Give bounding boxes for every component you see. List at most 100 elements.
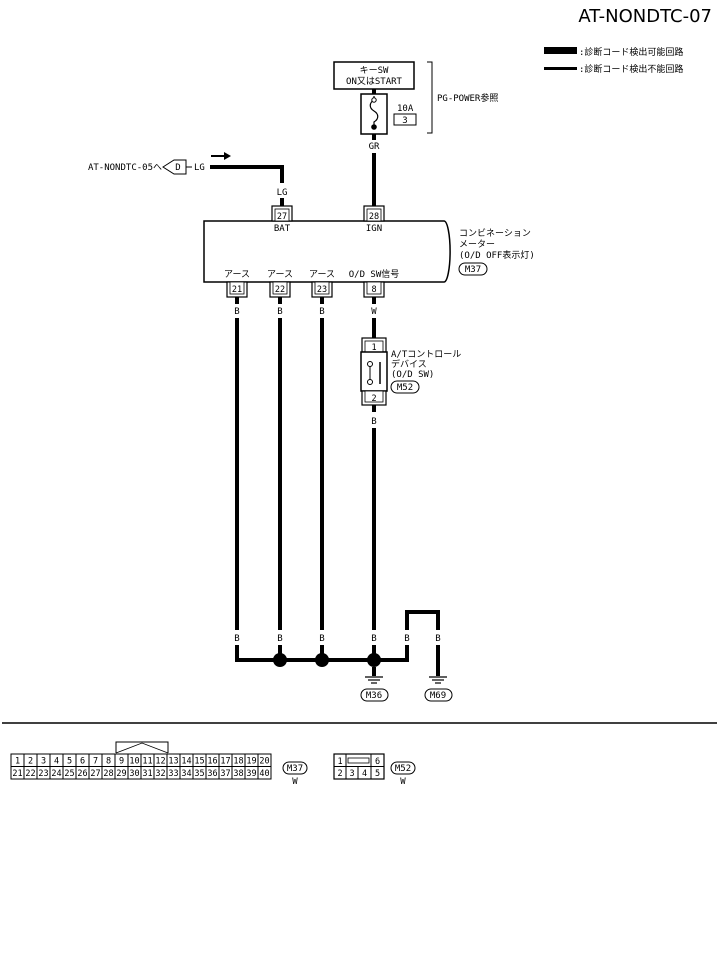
m37-pin-label: 9 <box>119 757 124 767</box>
meter-name-3: (O/D OFF表示灯) <box>459 249 535 261</box>
m37-pin-label: 35 <box>194 769 204 779</box>
legend: :診断コード検出可能回路 :診断コード検出不能回路 <box>544 46 683 75</box>
m37-pin-label: 4 <box>54 757 59 767</box>
m37-pin-label: 22 <box>25 769 35 779</box>
offpage-wire: LG <box>194 163 205 173</box>
switch-name-3: (O/D SW) <box>391 370 434 380</box>
pin-28-label: IGN <box>366 224 382 234</box>
switch-name-1: A/Tコントロール <box>391 350 461 360</box>
m37-pin-label: 38 <box>233 769 243 779</box>
offpage-letter: D <box>175 163 180 173</box>
m37-pin-label: 34 <box>181 769 191 779</box>
legend-thin-label: :診断コード検出不能回路 <box>579 63 683 75</box>
meter-connector-id: M37 <box>465 265 481 275</box>
m37-pin-label: 25 <box>64 769 74 779</box>
legend-thin-line <box>544 67 577 70</box>
m37-pin-label: 23 <box>38 769 48 779</box>
ignition-label-1: キーSW <box>360 66 389 76</box>
m37-pin-label: 14 <box>181 757 191 767</box>
svg-text:22: 22 <box>275 285 285 295</box>
m37-pin-label: 30 <box>129 769 139 779</box>
pin-21: 21 <box>226 281 248 298</box>
svg-text:8: 8 <box>371 285 376 295</box>
m37-pin-label: 24 <box>51 769 61 779</box>
meter-name-2: メーター <box>459 239 495 250</box>
m37-pin-label: 40 <box>259 769 269 779</box>
m37-pin-label: 37 <box>220 769 230 779</box>
m37-pin-label: 32 <box>155 769 165 779</box>
m37-pin-label: 16 <box>207 757 217 767</box>
m37-pin-label: 5 <box>67 757 72 767</box>
svg-text:B: B <box>371 634 376 644</box>
pin-27: 27 BAT <box>271 205 293 234</box>
m37-pin-label: 19 <box>246 757 256 767</box>
m37-pin-label: 33 <box>168 769 178 779</box>
pin-22-label: アース <box>267 270 293 280</box>
wire-lg: LG <box>277 188 288 198</box>
m37-pin-label: 15 <box>194 757 204 767</box>
ignition-label-2: ON又はSTART <box>346 76 403 87</box>
page-id: AT-NONDTC-07 <box>578 6 712 27</box>
m37-pin-label: 11 <box>142 757 152 767</box>
switch-pin-2: 2 <box>371 394 376 404</box>
connector-m52-face: 1 6 2 3 4 5 M52 W <box>333 753 416 787</box>
svg-text:28: 28 <box>369 212 379 222</box>
wire-w: W <box>371 307 377 317</box>
m37-pin-label: 2 <box>28 757 33 767</box>
svg-text:27: 27 <box>277 212 287 222</box>
pin-22: 22 <box>269 281 291 298</box>
pg-power-ref: PG-POWER参照 <box>437 92 498 104</box>
ground-bus: B B M36 M69 <box>235 610 453 702</box>
ignition-switch: キーSW ON又はSTART <box>333 61 415 90</box>
switch-name-2: デバイス <box>391 358 427 370</box>
m37-pin-label: 36 <box>207 769 217 779</box>
m37-pin-label: 6 <box>80 757 85 767</box>
svg-text:B: B <box>319 307 324 317</box>
m37-color: W <box>292 777 298 787</box>
ground-wires: B B B B B B <box>234 297 325 644</box>
svg-text:21: 21 <box>232 285 242 295</box>
switch-pin-1: 1 <box>371 343 376 353</box>
m37-pin-label: 3 <box>41 757 46 767</box>
m37-id: M37 <box>287 764 303 774</box>
svg-text:2: 2 <box>337 769 342 779</box>
pin-8: 8 <box>363 281 385 298</box>
switch-connector-id: M52 <box>397 383 413 393</box>
combination-meter: コンビネーション メーター (O/D OFF表示灯) M37 <box>203 220 535 283</box>
m52-id: M52 <box>395 764 411 774</box>
fuse: 10A 3 <box>360 89 417 135</box>
offpage-connector: AT-NONDTC-05へ D LG <box>88 152 231 175</box>
pin-23-label: アース <box>309 270 335 280</box>
pin-8-label: O/D SW信号 <box>349 268 400 280</box>
m37-pin-label: 18 <box>233 757 243 767</box>
pin-28: 28 IGN <box>363 205 385 234</box>
m37-pin-label: 21 <box>12 769 22 779</box>
svg-text:B: B <box>435 634 440 644</box>
pin-23: 23 <box>311 281 333 298</box>
m37-pin-label: 10 <box>129 757 139 767</box>
svg-text:B: B <box>319 634 324 644</box>
svg-text:B: B <box>234 634 239 644</box>
wire-gr: GR <box>369 142 380 152</box>
m37-pin-label: 39 <box>246 769 256 779</box>
legend-thick-line <box>544 47 577 54</box>
pin-21-label: アース <box>224 270 250 280</box>
meter-name-1: コンビネーション <box>459 228 531 239</box>
svg-text:B: B <box>234 307 239 317</box>
m37-pin-label: 1 <box>15 757 20 767</box>
od-switch: 1 2 A/Tコントロール デバイス (O/D SW) M52 <box>360 337 461 406</box>
m37-pin-label: 17 <box>220 757 230 767</box>
offpage-target: AT-NONDTC-05へ <box>88 163 162 173</box>
wire-b-switch: B <box>371 417 376 427</box>
legend-thick-label: :診断コード検出可能回路 <box>579 46 683 58</box>
pin-27-label: BAT <box>274 224 291 234</box>
svg-text:6: 6 <box>375 757 380 767</box>
svg-text:B: B <box>404 634 409 644</box>
svg-text:5: 5 <box>375 769 380 779</box>
m37-pin-label: 31 <box>142 769 152 779</box>
svg-text:B: B <box>277 634 282 644</box>
m37-pin-label: 28 <box>103 769 113 779</box>
m37-pin-label: 27 <box>90 769 100 779</box>
